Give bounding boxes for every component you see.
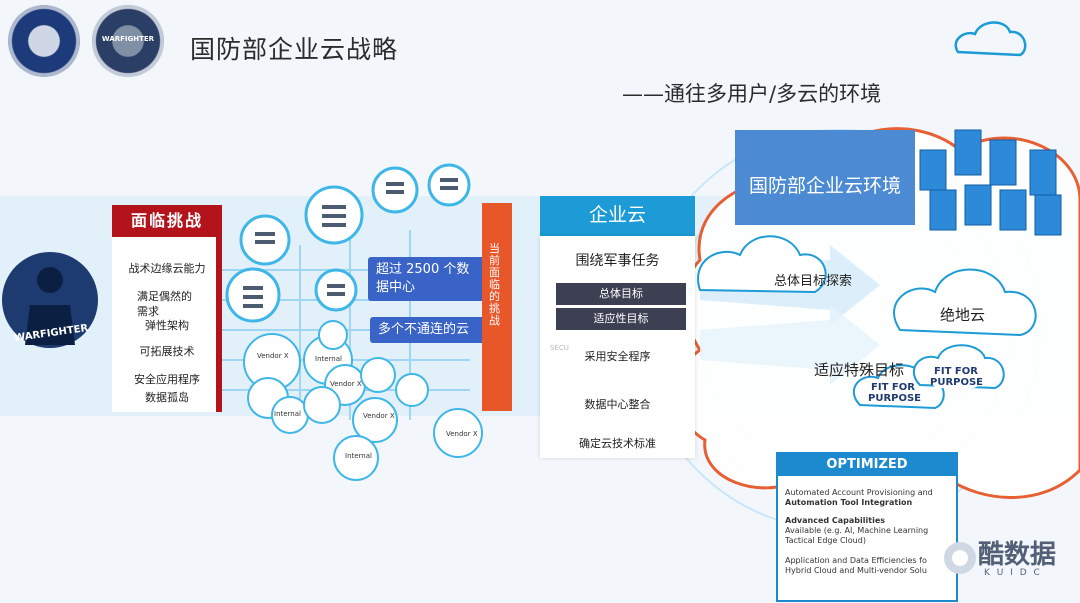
optimized-text: Automation Tool Integration [785, 498, 913, 507]
internal-label: Internal [345, 452, 372, 460]
challenge-item: 弹性架构 [145, 319, 189, 332]
general-goal-label: 总体目标探索 [774, 274, 853, 289]
internal-label: Internal [315, 355, 342, 363]
challenge-item: 安全应用程序 [134, 373, 200, 386]
vendor-label: Vendor X [446, 430, 478, 438]
optimized-text: Tactical Edge Cloud) [785, 536, 866, 545]
challenge-item: 战术边缘云能力 [128, 262, 206, 275]
watermark-logo-icon [944, 542, 976, 574]
challenges-header: 面临挑战 [112, 205, 222, 237]
challenge-item: 数据孤岛 [145, 391, 189, 404]
adaptive-goal-tag: 适应性目标 [556, 308, 686, 330]
secu-text: SECU [550, 344, 569, 352]
enterprise-cloud-box: 围绕军事任务 总体目标 适应性目标 SECU 采用安全程序 数据中心整合 确定云… [540, 236, 695, 458]
disconnected-clouds-pill: 多个不通连的云 [370, 317, 486, 343]
current-challenges-text: 当前面临的挑战 [489, 242, 500, 327]
general-goal-tag: 总体目标 [556, 283, 686, 305]
adaptive-goal-label: 适应特殊目标 [814, 361, 905, 379]
warfighter-seal-logo: WARFIGHTER [92, 5, 164, 77]
vendor-label: Vendor X [257, 352, 289, 360]
challenge-item: 可拓展技术 [139, 345, 195, 358]
challenge-item: 满足偶然的需求 [137, 290, 192, 318]
enterprise-cloud-header: 企业云 [540, 196, 695, 236]
warfighter-figure [2, 252, 98, 348]
optimized-header: OPTIMIZED [778, 454, 956, 476]
ec-item: 确定云技术标准 [579, 437, 656, 450]
optimized-box: OPTIMIZED Automated Account Provisioning… [776, 452, 958, 602]
ec-item: 数据中心整合 [584, 398, 651, 411]
watermark-en: K U I D C [984, 568, 1042, 578]
vendor-label: Vendor X [330, 380, 362, 388]
optimized-text: Available (e.g. AI, Machine Learning [785, 526, 929, 535]
optimized-text: Advanced Capabilities [785, 516, 886, 525]
fit-for-purpose-label: FIT FOR PURPOSE [868, 382, 922, 404]
optimized-text: Automated Account Provisioning and [785, 488, 933, 497]
optimized-text: Hybrid Cloud and Multi-vendor Solu [785, 566, 927, 575]
vendor-label: Vendor X [363, 412, 395, 420]
data-centers-pill: 超过 2500 个数据中心 [368, 257, 488, 301]
mission-label: 围绕军事任务 [575, 253, 660, 269]
current-challenges-bar: 当前面临的挑战 [482, 203, 512, 411]
dod-cloud-env-box: 国防部企业云环境 [735, 130, 915, 225]
ground-cloud-label: 绝地云 [940, 306, 986, 324]
fit-for-purpose-label: FIT FOR PURPOSE [930, 366, 984, 388]
watermark-cn: 酷数据 [978, 540, 1057, 570]
optimized-text: Application and Data Efficiencies fo [785, 556, 927, 565]
watermark: 酷数据 K U I D C [940, 530, 1070, 590]
page-subtitle: ——通往多用户/多云的环境 [622, 82, 882, 106]
challenges-box: 战术边缘云能力 满足偶然的需求 弹性架构 可拓展技术 安全应用程序 数据孤岛 [112, 237, 222, 412]
dod-seal-logo [8, 5, 80, 77]
ec-item: 采用安全程序 [584, 350, 651, 363]
internal-label: Internal [274, 410, 301, 418]
page-title: 国防部企业云战略 [190, 35, 399, 64]
warfighter-seal-text: WARFIGHTER [101, 35, 155, 43]
